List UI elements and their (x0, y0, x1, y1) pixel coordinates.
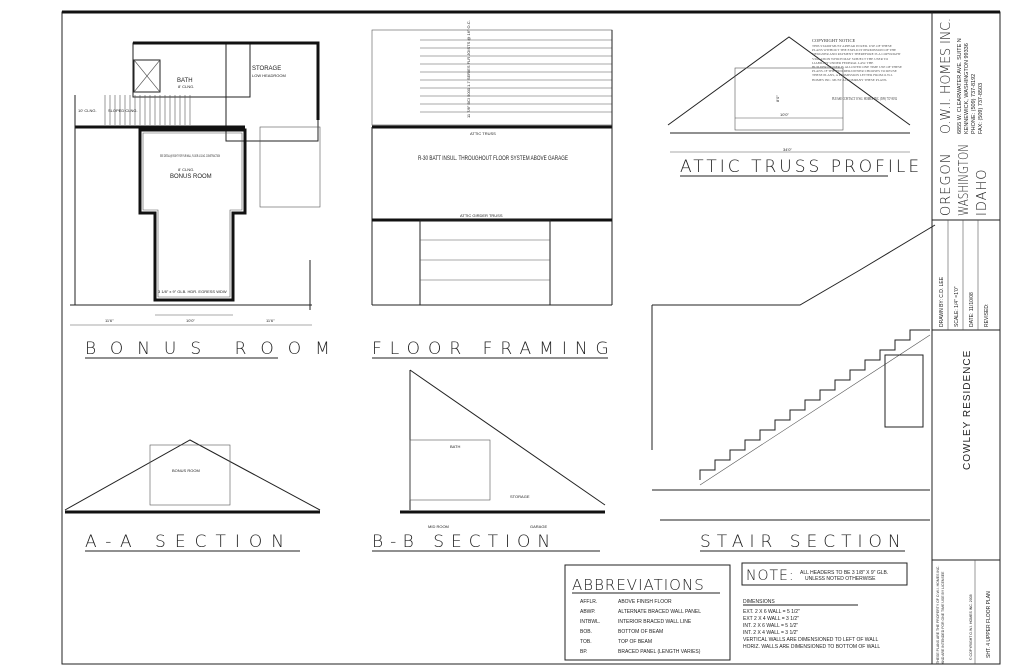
stair-section-title: STAIR SECTION (700, 532, 907, 552)
svg-text:AFFLR.: AFFLR. (580, 599, 597, 605)
dim-right: 11'6" (266, 318, 275, 323)
mid-room-label: MID ROOM (428, 524, 449, 529)
dim-left: 11'6" (105, 318, 114, 323)
sheet-label: SHT. 4 UPPER FLOOR PLAN (986, 591, 992, 658)
company-fax: FAX: (509) 737-8503 (978, 83, 984, 134)
svg-text:ABOVE FINISH FLOOR: ABOVE FINISH FLOOR (618, 599, 672, 605)
floor-framing-plan: R-30 BATT INSUL. THROUGHOUT FLOOR SYSTEM… (371, 20, 617, 359)
dimensions-notes: DIMENSIONS EXT. 2 X 6 WALL = 5 1/2" EXT … (743, 599, 880, 650)
see-detail-note: SEE DETAIL @ RIGHT FOR FUR WALL, FLOOR &… (160, 153, 220, 158)
note-box: NOTE: ALL HEADERS TO BE 3 1/8" X 9" GLB.… (741, 562, 908, 586)
bath-bb-label: BATH (450, 444, 460, 449)
joist-label: 11 7/8" BCI 5000 1.7 SERIES FLR JOISTS @… (466, 20, 471, 118)
bonus-room-aa-label: BONUS ROOM (172, 468, 200, 473)
section-aa: BONUS ROOM A-A SECTION (64, 439, 321, 552)
svg-text:EXT 2 X 4 WALL = 3 1/2": EXT 2 X 4 WALL = 3 1/2" (743, 616, 799, 622)
svg-text:BOTTOM OF BEAM: BOTTOM OF BEAM (618, 629, 663, 635)
legal-notice: THESE PLANS ARE THE PROPERTY OF O.W.I. H… (936, 565, 945, 664)
svg-text:BP.: BP. (580, 649, 587, 655)
bonus-ceiling-label: 8' CLNG. (178, 167, 194, 172)
svg-text:ABWP.: ABWP. (580, 609, 595, 615)
svg-text:BRACED PANEL (LENGTH VARIES): BRACED PANEL (LENGTH VARIES) (618, 649, 701, 655)
ten-ceiling-label: 10' CLNG. (78, 108, 97, 113)
company-phone: PHONE: (509) 737-8192 (971, 74, 977, 134)
svg-text:INTBWL.: INTBWL. (580, 619, 600, 625)
attic-girder-label: ATTIC GIRDER TRUSS (460, 213, 503, 218)
note-line-1: ALL HEADERS TO BE 3 1/8" X 9" GLB. (800, 570, 888, 576)
state-oregon: OREGON (939, 152, 954, 216)
bath-ceiling-label: 8' CLNG. (178, 84, 194, 89)
svg-text:TOB.: TOB. (580, 639, 592, 645)
attic-truss-title: ATTIC TRUSS PROFILE (680, 157, 922, 177)
title-block: OREGON WASHINGTON IDAHO O.W.I. HOMES INC… (931, 12, 1000, 664)
drawn-by: DRAWN BY: C.D. LEE (939, 276, 945, 327)
bonus-room-plan: STORAGE LOW HEADROOM BATH 8' CLNG. BONUS… (70, 41, 344, 359)
project-name: COWLEY RESIDENCE (962, 350, 973, 470)
svg-text:TOP OF BEAM: TOP OF BEAM (618, 639, 652, 645)
svg-text:VERTICAL WALLS ARE DIMENSIONED: VERTICAL WALLS ARE DIMENSIONED TO LEFT O… (743, 637, 878, 643)
truss-room-dim: 10'0" (780, 112, 789, 117)
storage-sublabel: LOW HEADROOM (252, 73, 286, 78)
storage-bb-label: STORAGE (510, 494, 530, 499)
abbreviations-box: ABBREVIATIONS AFFLR. ABOVE FINISH FLOOR A… (564, 564, 731, 661)
r30-insulation-note: R-30 BATT INSUL. THROUGHOUT FLOOR SYSTEM… (418, 156, 568, 162)
abbreviations-title: ABBREVIATIONS (572, 576, 705, 594)
company-address: 6855 W. CLEARWATER AVE. SUITE N (957, 38, 963, 134)
section-bb-title: B-B SECTION (372, 532, 557, 552)
copyright-notice-title: COPYRIGHT NOTICE (812, 38, 856, 43)
dimensions-title: DIMENSIONS (743, 599, 775, 605)
stair-section: STAIR SECTION (651, 224, 936, 552)
bonus-room-label: BONUS ROOM (170, 174, 212, 180)
sheet-border (61, 11, 1001, 665)
copyright-line: © COPYRIGHT O.W.I. HOMES INC. 2008 (969, 594, 973, 660)
attic-truss-label: ATTIC TRUSS (470, 131, 496, 136)
garage-label: GARAGE (530, 524, 547, 529)
note-line-2: UNLESS NOTED OTHERWISE (805, 576, 876, 582)
svg-text:ALTERNATE BRACED WALL PANEL: ALTERNATE BRACED WALL PANEL (618, 609, 701, 615)
svg-text:EXT. 2 X 6 WALL = 5 1/2": EXT. 2 X 6 WALL = 5 1/2" (743, 609, 800, 615)
truss-span-dim: 34'0" (783, 147, 792, 152)
attic-truss-profile: 34'0" 10'0" 8'0" COPYRIGHT NOTICE THIS S… (667, 36, 922, 177)
revised: REVISED: (984, 304, 990, 327)
company-city: KENNEWICK, WASHINGTON 99336 (964, 43, 970, 134)
section-aa-title: A-A SECTION (85, 532, 293, 552)
scale: SCALE: 1/4" =1'0" (954, 286, 960, 327)
svg-text:HORIZ. WALLS ARE DIMENSIONED T: HORIZ. WALLS ARE DIMENSIONED TO BOTTOM O… (743, 644, 880, 650)
door-icon (884, 354, 924, 428)
dim-mid: 10'0" (186, 318, 195, 323)
truss-height-dim: 8'0" (775, 95, 780, 102)
egress-label: 3 1/8" x 9" GLB. HDR. EGRESS WDW (158, 289, 227, 294)
state-washington: WASHINGTON (957, 144, 972, 216)
sloped-ceiling-label: SLOPED CLNG. (108, 108, 138, 113)
copyright-notice-body: THIS STAMP MUST APPEAR IN RED. USE OF TH… (812, 44, 902, 82)
bonus-room-title: BONUS ROOM (85, 339, 344, 359)
storage-label: STORAGE (252, 66, 281, 72)
svg-text:INT. 2 X 6 WALL = 5 1/2": INT. 2 X 6 WALL = 5 1/2" (743, 623, 798, 629)
floor-framing-title: FLOOR FRAMING (372, 339, 617, 359)
svg-text:INT. 2 X 4 WALL = 3 1/2": INT. 2 X 4 WALL = 3 1/2" (743, 630, 798, 636)
svg-text:BOB.: BOB. (580, 629, 592, 635)
note-title: NOTE: (746, 568, 795, 584)
copyright-contact: PLEASE CONTACT O.W.I. HOMES INC. (509) 7… (832, 96, 897, 101)
date: DATE: 11/10/08 (969, 292, 975, 327)
svg-text:INTERIOR BRACED WALL LINE: INTERIOR BRACED WALL LINE (618, 619, 692, 625)
section-bb: BATH STORAGE MID ROOM GARAGE B-B SECTION (372, 369, 606, 552)
company-name: O.W.I. HOMES INC. (939, 18, 954, 134)
bath-label: BATH (177, 78, 193, 84)
state-idaho: IDAHO (975, 168, 990, 216)
